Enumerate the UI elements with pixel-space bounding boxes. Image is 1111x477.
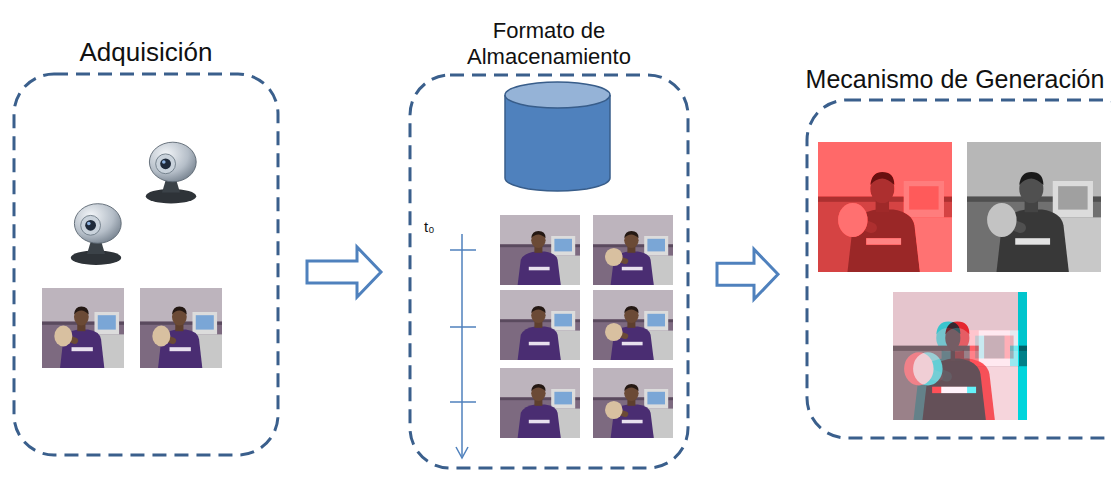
dashed-outline xyxy=(805,98,1111,440)
dashed-border xyxy=(12,72,280,457)
time-label: t₀ xyxy=(424,218,434,235)
dashed-border xyxy=(805,98,1111,440)
dashed-group: Formato de Almacenamiento xyxy=(408,10,690,470)
group-heading: Adquisición xyxy=(12,38,280,68)
dashed-group: Adquisición xyxy=(12,28,280,457)
group-heading: Mecanismo de Generación xyxy=(805,65,1105,94)
group-heading: Formato de Almacenamiento xyxy=(439,18,659,69)
block-arrow xyxy=(307,247,381,297)
block-arrow xyxy=(717,249,778,299)
dashed-border xyxy=(408,73,690,470)
dashed-outline xyxy=(12,72,280,457)
dashed-outline xyxy=(408,73,690,470)
dashed-group: Mecanismo de Generación xyxy=(805,8,1111,440)
